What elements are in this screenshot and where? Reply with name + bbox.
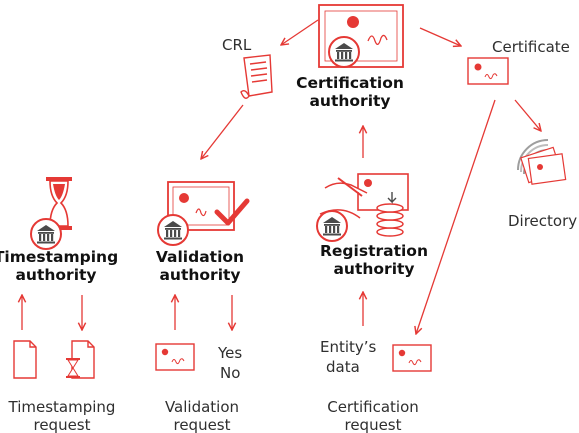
ts-request-line1: Timestamping: [8, 398, 116, 416]
yes-label: Yes: [217, 344, 242, 362]
directory-icon: [517, 139, 567, 185]
checkmark-icon: [214, 198, 250, 226]
ts-title-line1: Timestamping: [0, 248, 118, 266]
no-label: No: [220, 364, 240, 382]
ra-title-line2: authority: [333, 260, 414, 278]
ca-title-line1: Certification: [296, 74, 404, 92]
va-title-line2: authority: [159, 266, 240, 284]
cert-request-line1: Certification: [327, 398, 419, 416]
certificate-label: Certificate: [492, 38, 570, 56]
arrows: [22, 19, 541, 334]
arrow-cert-to-directory: [514, 99, 541, 131]
directory-label: Directory: [508, 212, 577, 230]
ts-request-line2: request: [33, 416, 90, 433]
ts-title-line2: authority: [15, 266, 96, 284]
certificate-icon: [392, 344, 432, 372]
ra-title-line1: Registration: [320, 242, 428, 260]
crl-label: CRL: [222, 36, 252, 54]
ca-title-line2: authority: [309, 92, 390, 110]
entity-data-line2: data: [326, 358, 360, 376]
cert-request-line2: request: [344, 416, 401, 433]
arrow-crl-to-va: [201, 104, 244, 159]
bank-icon: [316, 210, 348, 242]
document-icon: [13, 340, 37, 379]
arrow-cert-to-cert-request: [416, 99, 496, 334]
va-request-line2: request: [173, 416, 230, 433]
crl-scroll-icon: [240, 54, 273, 99]
arrow-ca-to-certificate: [419, 27, 461, 46]
bank-icon: [328, 36, 360, 68]
timestamped-document-icon: [66, 340, 95, 379]
va-request-line1: Validation: [165, 398, 239, 416]
bank-icon: [157, 214, 189, 246]
coin-stack-icon: [376, 192, 404, 237]
arrow-ca-to-crl: [281, 19, 319, 45]
va-title-line1: Validation: [156, 248, 244, 266]
certificate-icon: [467, 57, 509, 85]
bank-icon: [30, 218, 62, 250]
ca-certificate-icon: [318, 4, 404, 68]
certificate-icon: [155, 343, 195, 371]
entity-data-line1: Entity’s: [320, 338, 377, 356]
